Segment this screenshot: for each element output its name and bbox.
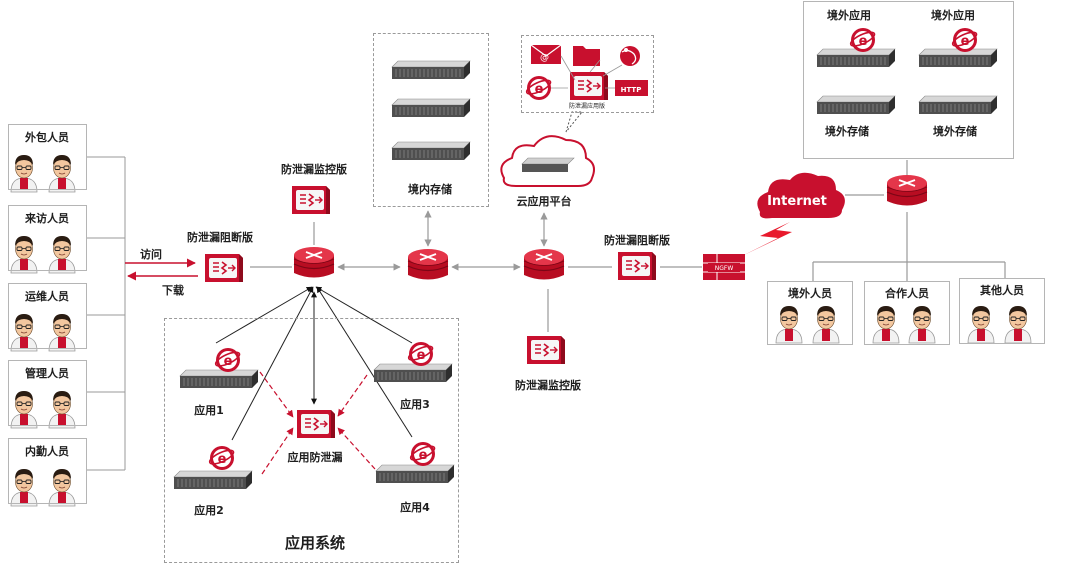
- office-group: [8, 438, 87, 504]
- cloud-router-icon: [523, 248, 565, 281]
- overseas-personnel-label: 境外人员: [788, 287, 832, 300]
- overseas-app-b-label: 境外应用: [931, 9, 975, 22]
- ngfw-label: NGFW: [715, 265, 734, 272]
- block-left-label: 防泄漏阻断版: [187, 231, 253, 244]
- partner-group: [864, 281, 950, 345]
- partner-label: 合作人员: [885, 287, 929, 300]
- overseas-storage-b-label: 境外存储: [933, 125, 977, 138]
- app-system-label: 应用系统: [284, 534, 346, 552]
- cloud-platform-label: 云应用平台: [516, 195, 572, 208]
- visitor-group: [8, 205, 87, 271]
- visitor-label: 来访人员: [25, 212, 69, 225]
- overseas-region: [803, 1, 1014, 159]
- callout-pointer: [565, 111, 584, 133]
- dlp-block-right-icon: [617, 251, 657, 281]
- admin-group: [8, 360, 87, 426]
- other-personnel-label: 其他人员: [980, 284, 1024, 297]
- overseas-personnel-group: [767, 281, 853, 345]
- visit-label: 访问: [140, 248, 162, 261]
- app4-label: 应用4: [400, 501, 430, 514]
- svg-text:@: @: [540, 53, 549, 63]
- firewall-icon: NGFW: [703, 254, 745, 280]
- lightning-icon: [742, 222, 792, 256]
- monitor-bottom-label: 防泄漏监控版: [515, 379, 581, 392]
- dlp-monitor-top-icon: [291, 185, 331, 215]
- backbone-links: [250, 160, 1006, 332]
- dlp-block-left-icon: [204, 253, 244, 283]
- core-router-icon: [293, 246, 335, 279]
- domestic-storage-region: [373, 33, 489, 207]
- app-links: [215, 286, 413, 441]
- ops-group: [8, 283, 87, 349]
- dlp-monitor-bottom-icon: [526, 335, 566, 365]
- admin-label: 管理人员: [25, 367, 69, 380]
- app-dlp-dashed-links: [259, 371, 376, 475]
- outsource-group: [8, 124, 87, 190]
- app3-label: 应用3: [400, 398, 430, 411]
- internet-cloud-icon: Internet: [757, 172, 845, 219]
- office-label: 内勤人员: [25, 445, 69, 458]
- cloud-app-callout: [521, 35, 654, 113]
- callout-content: @ HTTP: [524, 44, 648, 101]
- download-label: 下载: [162, 284, 184, 297]
- http-icon: [615, 80, 648, 96]
- ops-label: 运维人员: [25, 290, 69, 303]
- monitor-top-label: 防泄漏监控版: [281, 163, 347, 176]
- storage-router-icon: [407, 248, 449, 281]
- app1-label: 应用1: [194, 404, 224, 417]
- domestic-storage-label: 境内存储: [408, 183, 452, 196]
- overseas-router-icon: [886, 174, 928, 207]
- app-dlp-label: 应用防泄漏: [287, 451, 343, 464]
- cloud-dlp-label: 防泄漏应用版: [568, 103, 606, 110]
- outsource-label: 外包人员: [25, 131, 69, 144]
- overseas-app-a-label: 境外应用: [827, 9, 871, 22]
- mail-icon: [531, 45, 561, 64]
- svg-text:HTTP: HTTP: [621, 86, 642, 94]
- internet-label: Internet: [767, 194, 827, 209]
- personnel-tree: [87, 156, 126, 471]
- overseas-storage-a-label: 境外存储: [825, 125, 869, 138]
- cloud-platform-icon: [500, 135, 595, 187]
- app-system-region: [164, 318, 459, 563]
- folder-icon: [573, 46, 600, 66]
- other-personnel-group: [959, 278, 1045, 344]
- block-right-label: 防泄漏阻断版: [604, 234, 670, 247]
- app2-label: 应用2: [194, 504, 224, 517]
